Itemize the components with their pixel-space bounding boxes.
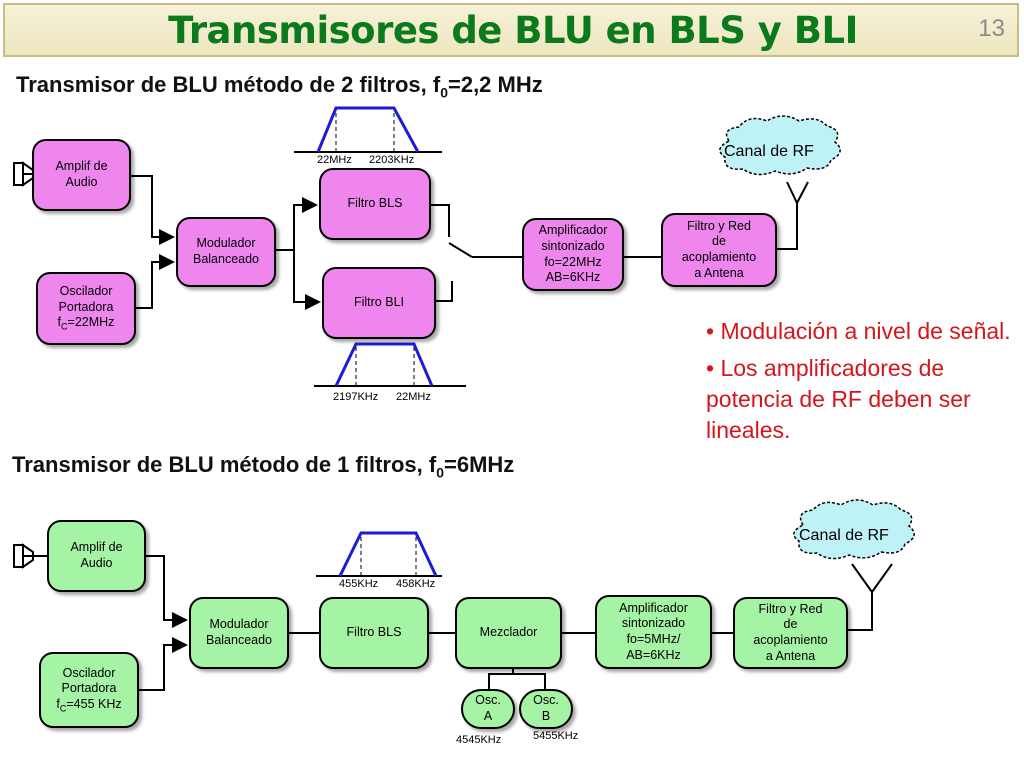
- bullet-item: • Modulación a nivel de señal.: [706, 318, 1011, 344]
- audio-amplifier-block: Amplif de Audio: [47, 520, 146, 592]
- bli-freq-high-label: 22MHz: [396, 391, 431, 403]
- rf-channel-label: Canal de RF: [724, 143, 814, 160]
- bls-freq-low-label: 22MHz: [317, 154, 352, 166]
- diagram2-heading: Transmisor de BLU método de 1 filtros, f…: [12, 452, 515, 481]
- antenna-coupling-filter-block: Filtro y Red de acoplamiento a Antena: [733, 597, 848, 669]
- filter-bli-block: Filtro BLI: [322, 267, 436, 339]
- page-number: 13: [978, 15, 1005, 42]
- carrier-oscillator-block: Oscilador Portadora fC=455 KHz: [39, 652, 139, 728]
- oscillator-a-block: Osc. A: [461, 689, 515, 729]
- osc-a-freq-label: 4545KHz: [456, 734, 502, 746]
- filter-bls-block: Filtro BLS: [319, 168, 431, 240]
- bli-freq-low-label: 2197KHz: [333, 391, 379, 403]
- cloud-shape: [793, 499, 915, 560]
- bls-freq-high-label: 2203KHz: [369, 154, 415, 166]
- balanced-modulator-block: Modulador Balanceado: [189, 597, 289, 669]
- bullet-item: • Los amplificadores de potencia de RF d…: [706, 355, 971, 444]
- bls-freq-low-label: 455KHz: [339, 578, 379, 590]
- osc-b-freq-label: 5455KHz: [533, 730, 579, 742]
- antenna-coupling-filter-block: Filtro y Red de acoplamiento a Antena: [661, 213, 777, 287]
- bullet-list: • Modulación a nivel de señal. • Los amp…: [706, 316, 1016, 452]
- filter-bls-block: Filtro BLS: [319, 597, 429, 669]
- oscillator-b-block: Osc. B: [519, 689, 573, 729]
- cloud-shape: [719, 115, 841, 176]
- tuned-amplifier-block: Amplificador sintonizado fo=22MHz AB=6KH…: [522, 218, 624, 291]
- rf-channel-label: Canal de RF: [799, 527, 889, 544]
- title-bar: Transmisores de BLU en BLS y BLI 13: [3, 3, 1019, 57]
- audio-amplifier-block: Amplif de Audio: [32, 139, 131, 211]
- balanced-modulator-block: Modulador Balanceado: [176, 217, 276, 287]
- bls-freq-high-label: 458KHz: [396, 578, 436, 590]
- diagram1-heading: Transmisor de BLU método de 2 filtros, f…: [16, 72, 543, 101]
- slide-title: Transmisores de BLU en BLS y BLI: [168, 9, 858, 52]
- carrier-oscillator-block: Oscilador Portadora fC=22MHz: [36, 272, 136, 345]
- mixer-block: Mezclador: [455, 597, 562, 669]
- tuned-amplifier-block: Amplificador sintonizado fo=5MHz/ AB=6KH…: [595, 595, 712, 669]
